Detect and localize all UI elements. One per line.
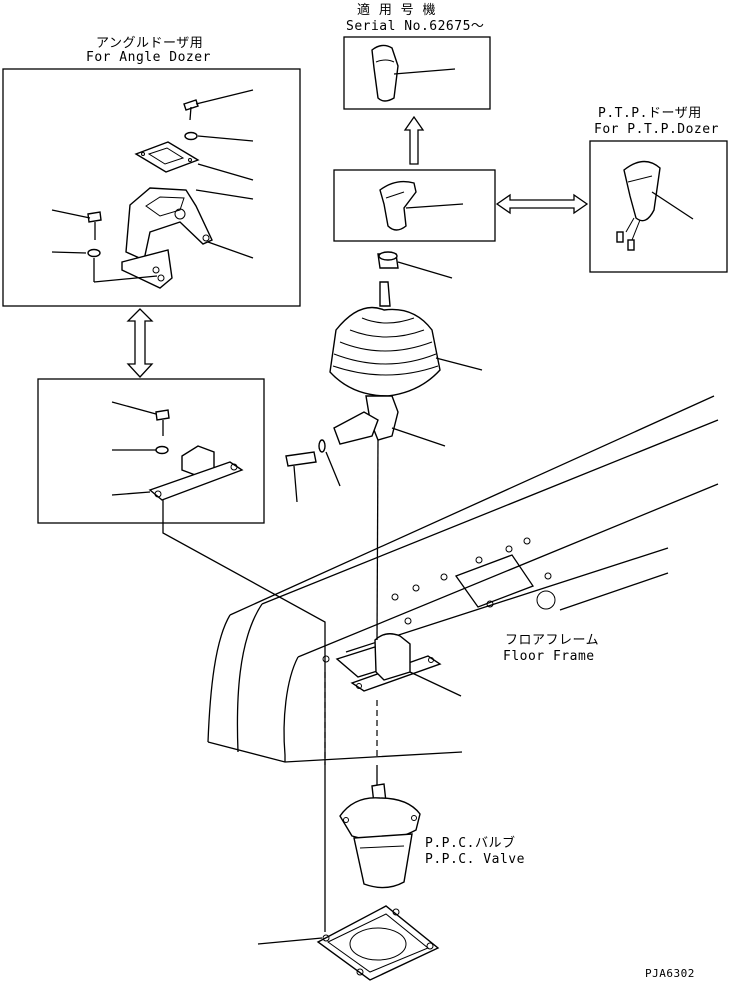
double-arrow-horizontal <box>495 193 589 215</box>
angle-dozer-label-en: For Angle Dozer <box>86 50 211 65</box>
serial-label-jp: 適 用 号 機 <box>357 3 436 18</box>
ppc-valve-label-jp: P.P.C.バルブ <box>425 836 516 851</box>
ptp-knob <box>616 160 694 251</box>
floor-frame-label-en: Floor Frame <box>503 649 595 664</box>
lever-knob <box>379 180 464 231</box>
serial-knob-box <box>343 36 491 110</box>
ptp-dozer-label-en: For P.T.P.Dozer <box>594 122 719 137</box>
standard-bracket <box>111 401 326 932</box>
drawing-code: PJA6302 <box>645 967 695 980</box>
serial-knob <box>371 44 456 102</box>
angle-dozer-bracket <box>51 89 254 289</box>
ptp-dozer-label-jp: P.T.P.ドーザ用 <box>598 106 702 121</box>
floor-frame-label-jp: フロアフレーム <box>505 633 600 648</box>
angle-dozer-box <box>2 68 301 307</box>
ppc-valve-label-en: P.P.C. Valve <box>425 852 525 867</box>
knob-box <box>333 169 496 242</box>
angle-dozer-label-jp: アングルドーザ用 <box>96 36 204 51</box>
floor-frame <box>207 395 719 763</box>
double-arrow-vertical <box>126 308 154 378</box>
serial-label-en: Serial No.62675～ <box>346 19 485 34</box>
standard-bracket-box <box>37 378 265 524</box>
gasket-plate <box>257 905 440 981</box>
ptp-dozer-box <box>589 140 728 273</box>
lever-assembly <box>285 251 483 785</box>
up-arrow <box>403 115 425 165</box>
ppc-valve <box>339 783 421 889</box>
